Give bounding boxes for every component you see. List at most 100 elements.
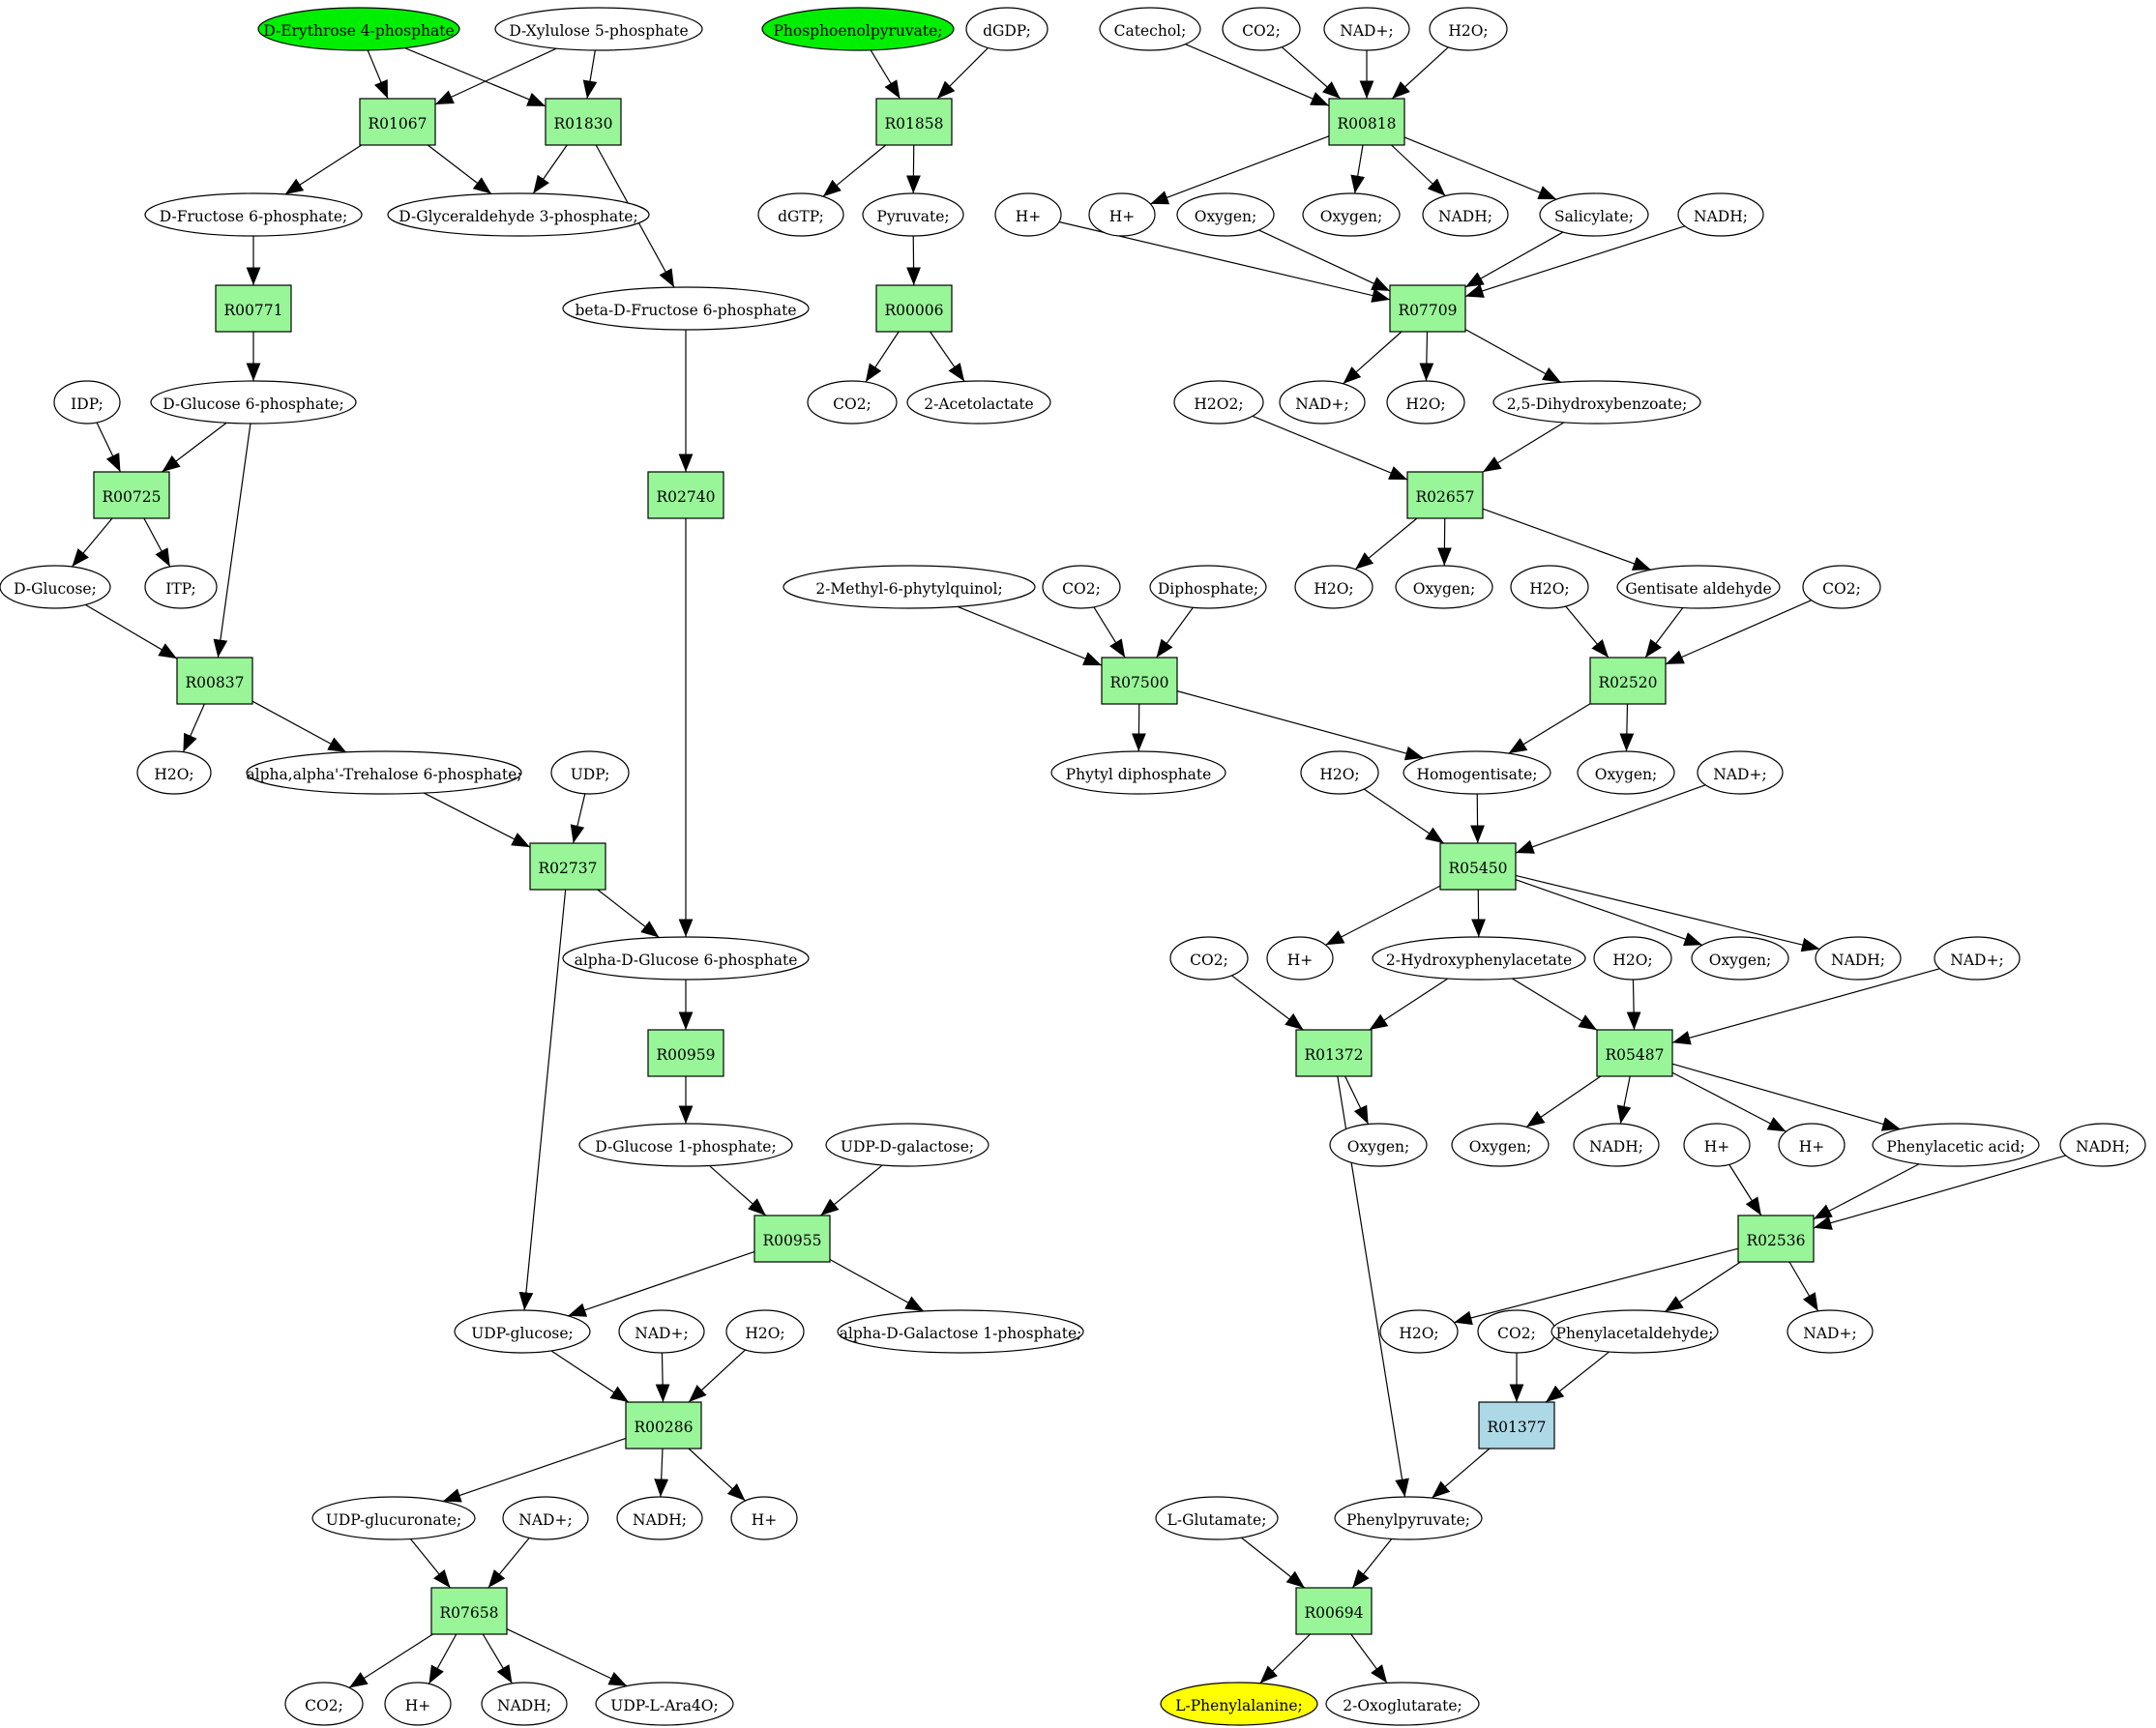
edge-arrow <box>1241 1537 1306 1589</box>
reaction-box <box>875 284 953 333</box>
compound-node: Oxygen; <box>1302 192 1401 237</box>
compound-node: D-Glucose 1-phosphate; <box>578 1123 793 1167</box>
reaction-box <box>647 1029 724 1077</box>
compound-node: H+ <box>384 1682 452 1726</box>
edge-arrow <box>1093 606 1126 659</box>
compound-label: alpha,alpha'-Trehalose 6-phosphate; <box>246 766 521 783</box>
compound-node: H2O; <box>1294 565 1373 609</box>
compound-ellipse <box>1160 1682 1318 1726</box>
compound-ellipse <box>0 565 111 609</box>
edge-arrow <box>482 1633 513 1684</box>
compound-node: Homogentisate; <box>1403 750 1551 795</box>
compound-node: Oxygen; <box>1691 936 1789 981</box>
compound-label: dGTP; <box>778 208 824 225</box>
edge-arrow <box>1813 1155 2067 1230</box>
edge-arrow <box>655 1352 670 1403</box>
edge-arrow <box>1515 874 1820 952</box>
edge-arrow <box>568 1250 755 1317</box>
reaction-box <box>215 284 292 333</box>
compound-node: Oxygen; <box>1451 1123 1550 1167</box>
edge-arrow <box>1325 885 1441 946</box>
reaction-node: R00286 <box>625 1401 702 1450</box>
reaction-node: R07500 <box>1101 657 1178 705</box>
edge-arrow <box>1259 1633 1311 1684</box>
compound-node: 2,5-Dihydroxybenzoate; <box>1492 380 1701 425</box>
edge-arrow <box>1252 415 1408 481</box>
compound-label: Pyruvate; <box>876 208 949 225</box>
compound-label: Phosphoenolpyruvate; <box>773 22 942 40</box>
reaction-node: R05450 <box>1439 842 1517 891</box>
compound-ellipse <box>454 1309 591 1354</box>
compound-node: NADH; <box>1422 192 1509 237</box>
edge-arrow <box>84 603 178 659</box>
compound-label: Oxygen; <box>1469 1138 1532 1156</box>
compound-ellipse <box>1395 565 1493 609</box>
compound-node: NAD+; <box>1323 7 1410 51</box>
edge-arrow <box>367 49 389 100</box>
reaction-node: R01067 <box>359 98 436 146</box>
compound-label: NADH; <box>497 1697 551 1714</box>
edge-arrow <box>1231 975 1304 1031</box>
edge-arrow <box>865 331 900 383</box>
compound-node: Salicylate; <box>1539 192 1649 237</box>
compound-label: UDP-glucose; <box>471 1325 574 1342</box>
reaction-node: R02737 <box>529 842 606 891</box>
reaction-label: R01377 <box>1488 1419 1547 1436</box>
reaction-label: R02520 <box>1599 674 1658 691</box>
edge-arrow <box>1525 1075 1602 1128</box>
edge-arrow <box>434 47 557 105</box>
edge-arrow <box>427 144 492 194</box>
compound-ellipse <box>1802 565 1881 609</box>
edge-arrow <box>829 1258 925 1312</box>
reaction-box <box>1328 98 1405 146</box>
compound-node: Pyruvate; <box>862 192 964 237</box>
reaction-node: R02740 <box>647 471 724 519</box>
reaction-node: R01858 <box>875 98 953 146</box>
compound-label: CO2; <box>1497 1325 1536 1342</box>
compound-node: D-Glucose 6-phosphate; <box>150 380 357 425</box>
compound-label: D-Fructose 6-phosphate; <box>160 208 347 225</box>
compound-ellipse <box>1691 936 1789 981</box>
compound-ellipse <box>1042 565 1121 609</box>
edge-arrow <box>820 1164 883 1216</box>
reaction-node: R00837 <box>176 657 253 705</box>
compound-label: L-Glutamate; <box>1167 1511 1267 1529</box>
compound-node: NADH; <box>1815 936 1902 981</box>
compound-label: Catechol; <box>1114 22 1187 40</box>
edge-arrow <box>1156 606 1194 659</box>
reaction-node: R07709 <box>1389 284 1466 333</box>
reaction-node: R00771 <box>215 284 292 333</box>
compound-ellipse <box>1815 936 1902 981</box>
reaction-label: R00837 <box>186 674 245 691</box>
reaction-box <box>176 657 253 705</box>
edges-layer <box>71 44 2067 1688</box>
compound-ellipse <box>1088 192 1156 237</box>
edge-arrow <box>1470 793 1485 844</box>
compound-node: NAD+; <box>502 1496 589 1540</box>
compound-node: H2O; <box>1386 380 1465 425</box>
compound-ellipse <box>1294 565 1373 609</box>
compound-node: H2O; <box>725 1309 805 1354</box>
edge-arrow <box>251 700 347 753</box>
compound-label: L-Phenylalanine; <box>1175 1697 1303 1714</box>
compound-label: 2-Oxoglutarate; <box>1343 1697 1462 1714</box>
reaction-node: R00006 <box>875 284 953 333</box>
compound-node: 2-Methyl-6-phytylquinol; <box>783 565 1036 609</box>
compound-label: H2O; <box>1612 952 1652 969</box>
reaction-node: R00959 <box>647 1029 724 1077</box>
compound-node: H2O; <box>1510 565 1589 609</box>
compound-node: UDP-glucuronate; <box>311 1496 476 1540</box>
edge-arrow <box>1454 1247 1739 1326</box>
compound-ellipse <box>481 1682 568 1726</box>
compound-ellipse <box>1403 750 1551 795</box>
compound-node: CO2; <box>284 1682 364 1726</box>
compound-ellipse <box>1593 936 1672 981</box>
compound-label: H2O; <box>745 1325 784 1342</box>
compound-label: H+ <box>752 1511 778 1529</box>
edge-arrow <box>1403 136 1557 200</box>
compound-label: H+ <box>1016 208 1042 225</box>
compound-node: Oxygen; <box>1395 565 1493 609</box>
reaction-label: R01858 <box>885 115 944 132</box>
compound-node: alpha-D-Galactose 1-phosphate; <box>837 1309 1084 1354</box>
compound-ellipse <box>1372 936 1586 981</box>
